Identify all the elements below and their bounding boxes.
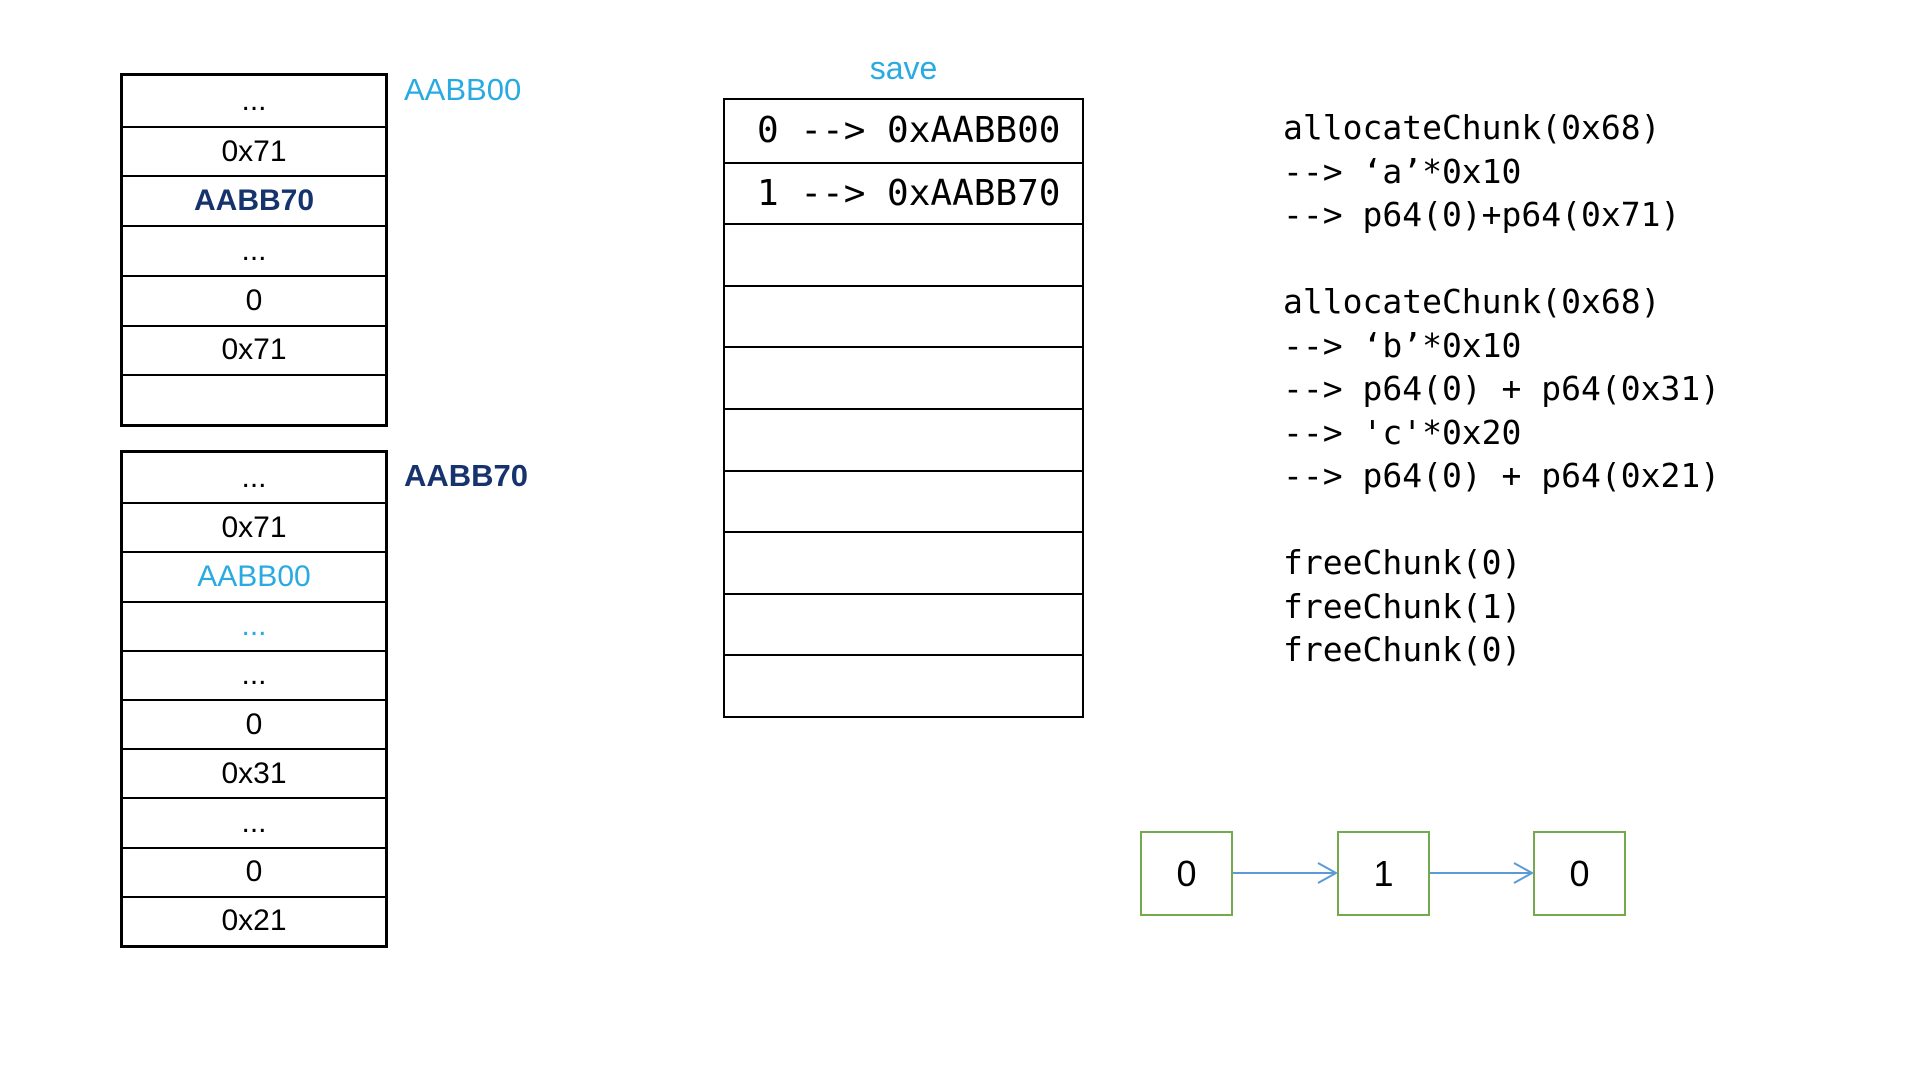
exploit-code-block: allocateChunk(0x68) --> ‘a’*0x10 --> p64… (1283, 106, 1720, 672)
memory-cell-value: AABB70 (193, 184, 315, 218)
memory-cell: AABB00 (123, 551, 385, 600)
memory-cell: ... (123, 797, 385, 846)
memory-cell-value: ... (241, 658, 267, 692)
code-line: --> ‘a’*0x10 (1283, 151, 1522, 191)
memory-cell-value: ... (241, 609, 267, 643)
code-line: freeChunk(1) (1283, 586, 1522, 626)
address-label-aabb70: AABB70 (404, 458, 529, 493)
save-slot-row (725, 284, 1082, 347)
memory-cell: ... (123, 76, 385, 126)
fastbin-node-1: 1 (1337, 831, 1430, 916)
memory-cell-value: 0 (245, 855, 263, 889)
fastbin-arrows (1233, 862, 1535, 884)
address-label-aabb00: AABB00 (404, 72, 522, 107)
code-line: allocateChunk(0x68) (1283, 282, 1661, 321)
save-slot-row (725, 592, 1082, 655)
code-line: freeChunk(0) (1283, 630, 1522, 669)
save-slot-row (725, 469, 1082, 532)
memory-cell: 0x21 (123, 895, 385, 945)
memory-cell-value: 0x21 (221, 904, 287, 938)
memory-cell-value: ... (241, 233, 267, 267)
memory-cell: 0 (123, 846, 385, 896)
memory-cell-value: 0x31 (221, 756, 287, 790)
code-line: --> ‘b’*0x10 (1283, 325, 1522, 365)
memory-cell-value: AABB00 (197, 559, 311, 593)
save-slot-value: 1 --> 0xAABB70 (757, 172, 1061, 214)
memory-cell: 0 (123, 699, 385, 748)
arrow-right-icon (1233, 862, 1339, 884)
code-line: --> p64(0)+p64(0x71) (1283, 195, 1681, 234)
memory-cell-value: 0x71 (221, 333, 287, 367)
memory-cell: ... (123, 453, 385, 502)
memory-cell: 0x71 (123, 125, 385, 176)
fastbin-node-2: 0 (1533, 831, 1626, 916)
save-array-table: 0 --> 0xAABB00 1 --> 0xAABB70 (723, 98, 1084, 718)
save-slot-row (725, 531, 1082, 593)
code-line: freeChunk(0) (1283, 543, 1522, 582)
memory-cell: 0x71 (123, 502, 385, 551)
save-slot-row (725, 346, 1082, 408)
save-table-title: save (869, 50, 938, 86)
memory-cell-value: 0x71 (221, 134, 287, 168)
memory-cell: 0x71 (123, 324, 385, 375)
save-slot-row (725, 407, 1082, 470)
memory-cell-value: 0x71 (221, 510, 287, 544)
memory-cell: ... (123, 225, 385, 275)
memory-cell-value: ... (241, 805, 267, 839)
memory-cell: ... (123, 600, 385, 650)
code-line (1283, 498, 1720, 542)
memory-cell-value: 0 (245, 283, 263, 317)
memory-cell: AABB70 (123, 175, 385, 225)
memory-cell: 0 (123, 274, 385, 325)
memory-cell: 0x31 (123, 748, 385, 797)
code-line: --> p64(0) + p64(0x21) (1283, 456, 1721, 495)
code-line (1283, 237, 1720, 281)
memory-cell-value: ... (241, 83, 267, 117)
save-slot-row (725, 223, 1082, 285)
code-line: --> p64(0) + p64(0x31) (1283, 369, 1721, 408)
code-line: --> 'c'*0x20 (1283, 412, 1522, 452)
save-slot-row: 1 --> 0xAABB70 (725, 161, 1082, 224)
code-line: allocateChunk(0x68) (1283, 108, 1661, 147)
memory-table-aabb00: ... 0x71 AABB70 ... 0 0x71 (120, 73, 388, 427)
memory-cell (123, 374, 385, 424)
memory-cell-value: ... (241, 460, 267, 494)
fastbin-node-0: 0 (1140, 831, 1233, 916)
save-slot-value: 0 --> 0xAABB00 (757, 110, 1061, 152)
arrow-right-icon (1430, 862, 1535, 884)
memory-cell-value: 0 (245, 707, 263, 741)
memory-cell: ... (123, 649, 385, 699)
memory-table-aabb70: ... 0x71 AABB00 ... ... 0 0x31 ... 0 0x2… (120, 450, 388, 948)
save-slot-row (725, 654, 1082, 716)
save-slot-row: 0 --> 0xAABB00 (725, 100, 1082, 162)
